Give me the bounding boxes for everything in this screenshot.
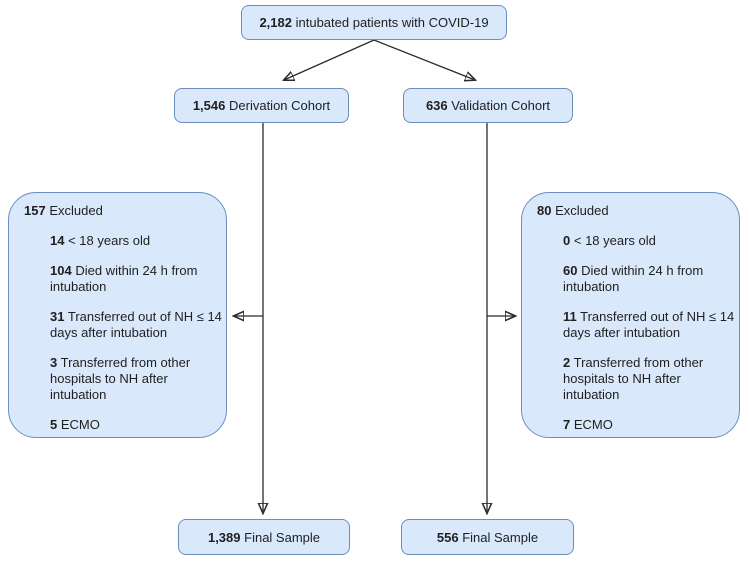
derivation-final-sample-box: 1,389 Final Sample [178, 519, 350, 555]
derivation-excluded-header: 157 Excluded [24, 203, 218, 219]
validation-final-sample-label: Final Sample [462, 529, 539, 545]
validation-excluded-item: 7 ECMO [563, 417, 739, 433]
item-count: 3 [50, 355, 58, 370]
item-count: 60 [563, 263, 578, 278]
item-count: 31 [50, 309, 65, 324]
derivation-excluded-item: 5 ECMO [50, 417, 226, 433]
item-count: 2 [563, 355, 571, 370]
validation-cohort-label: Validation Cohort [451, 98, 551, 113]
validation-excluded-label: Excluded [555, 203, 609, 218]
item-label: Transferred from other hospitals to NH a… [50, 355, 191, 402]
derivation-excluded-box: 157 Excluded 14 < 18 years old 104 Died … [8, 192, 227, 438]
validation-cohort-box: 636 Validation Cohort [403, 88, 573, 123]
arrow-total-to-validation [373, 39, 475, 80]
item-count: 7 [563, 417, 571, 432]
derivation-cohort-box: 1,546 Derivation Cohort [174, 88, 349, 123]
item-label: ECMO [60, 417, 100, 432]
validation-excluded-item: 0 < 18 years old [563, 233, 739, 249]
derivation-cohort-label: Derivation Cohort [229, 98, 331, 113]
item-count: 0 [563, 233, 571, 248]
validation-excluded-item: 2 Transferred from other hospitals to NH… [563, 355, 739, 403]
validation-excluded-header: 80 Excluded [537, 203, 731, 219]
derivation-excluded-item: 14 < 18 years old [50, 233, 226, 249]
item-label: < 18 years old [68, 233, 151, 248]
validation-final-sample-box: 556 Final Sample [401, 519, 574, 555]
validation-excluded-item: 11 Transferred out of NH ≤ 14 days after… [563, 309, 739, 341]
total-patients-label: intubated patients with COVID-19 [295, 15, 489, 30]
total-patients-text: 2,182 intubated patients with COVID-19 [259, 15, 488, 30]
derivation-cohort-count: 1,546 [192, 98, 226, 113]
validation-final-sample-count: 556 [436, 529, 459, 545]
validation-final-sample-text: 556 Final Sample [437, 530, 538, 545]
item-count: 104 [50, 263, 72, 278]
total-patients-box: 2,182 intubated patients with COVID-19 [241, 5, 507, 40]
item-label: ECMO [573, 417, 613, 432]
item-count: 11 [563, 309, 577, 324]
derivation-excluded-count: 157 [24, 203, 46, 218]
total-patients-count: 2,182 [259, 15, 292, 30]
item-label: Transferred out of NH ≤ 14 days after in… [563, 309, 735, 340]
derivation-final-sample-count: 1,389 [207, 529, 241, 545]
derivation-final-sample-label: Final Sample [244, 529, 321, 545]
derivation-excluded-label: Excluded [49, 203, 103, 218]
derivation-final-sample-text: 1,389 Final Sample [208, 530, 320, 545]
derivation-cohort-text: 1,546 Derivation Cohort [193, 98, 330, 113]
item-label: Transferred out of NH ≤ 14 days after in… [50, 309, 222, 340]
item-count: 14 [50, 233, 65, 248]
arrow-total-to-derivation [284, 39, 375, 80]
validation-excluded-item: 60 Died within 24 h from intubation [563, 263, 739, 295]
validation-cohort-text: 636 Validation Cohort [426, 98, 550, 113]
validation-cohort-count: 636 [425, 98, 448, 113]
item-label: Died within 24 h from intubation [563, 263, 704, 294]
derivation-excluded-item: 104 Died within 24 h from intubation [50, 263, 226, 295]
derivation-excluded-item: 31 Transferred out of NH ≤ 14 days after… [50, 309, 226, 341]
item-count: 5 [50, 417, 58, 432]
item-label: < 18 years old [573, 233, 656, 248]
validation-excluded-box: 80 Excluded 0 < 18 years old 60 Died wit… [521, 192, 740, 438]
item-label: Transferred from other hospitals to NH a… [563, 355, 704, 402]
validation-excluded-count: 80 [537, 203, 552, 218]
derivation-excluded-item: 3 Transferred from other hospitals to NH… [50, 355, 226, 403]
item-label: Died within 24 h from intubation [50, 263, 198, 294]
